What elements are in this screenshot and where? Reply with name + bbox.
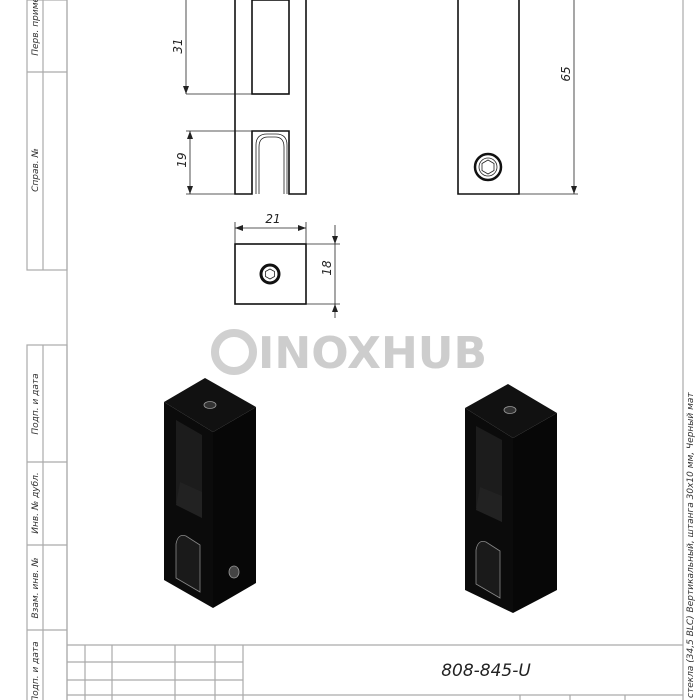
stamp-label: Перв. примен. xyxy=(31,0,41,56)
isometric-view-right xyxy=(465,384,557,613)
front-view: 31 19 xyxy=(171,0,307,195)
watermark-text: INOXHUB xyxy=(258,328,487,379)
hex-bolt-icon xyxy=(473,152,503,182)
dimension-21: 21 xyxy=(265,212,280,226)
stamp-label: Подп. и дата xyxy=(31,373,41,434)
hex-bolt-icon xyxy=(259,263,281,285)
watermark: INOXHUB xyxy=(211,328,487,379)
dimension-18: 18 xyxy=(320,260,334,276)
stamp-label: Инв. № дубл. xyxy=(31,472,41,534)
side-view: 65 xyxy=(457,0,578,195)
isometric-view-left xyxy=(164,378,256,608)
stamp-label: Взам. инв. № xyxy=(31,557,41,618)
stamp-label: Подп. и дата xyxy=(31,641,41,700)
stamp-label: Справ. № xyxy=(31,148,41,192)
drawing-description: стекла (34,5 BLC) Вертикальный, штанга 3… xyxy=(686,392,696,698)
title-block: 808-845-U стекла (34,5 BLC) Вертикальный… xyxy=(67,392,696,700)
dimension-65: 65 xyxy=(559,66,573,81)
left-stamp-labels: Перв. примен. Справ. № Подп. и дата Инв.… xyxy=(31,0,41,700)
dimension-19: 19 xyxy=(175,152,189,167)
drawing-frame xyxy=(26,0,684,700)
top-view: 21 18 xyxy=(234,212,340,318)
dimension-31: 31 xyxy=(171,38,185,53)
brand-logo-icon xyxy=(211,329,257,375)
drawing-designation: 808-845-U xyxy=(441,661,531,681)
